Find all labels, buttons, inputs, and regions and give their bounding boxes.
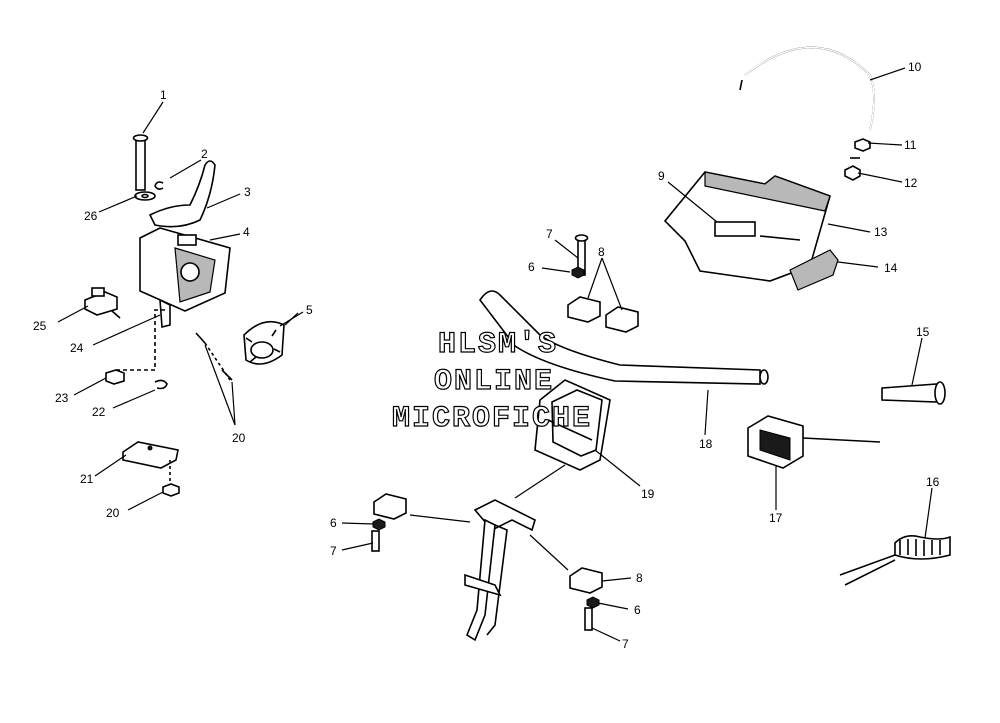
harness-part-16 xyxy=(839,535,951,586)
callout-24: 24 xyxy=(70,341,84,355)
clamp-part-8-top-b xyxy=(605,306,639,333)
callout-20-upper: 20 xyxy=(232,431,246,445)
hood-console-part-9 xyxy=(663,171,831,282)
assembly-lines xyxy=(409,464,569,571)
steering-post xyxy=(464,499,536,642)
cover-plate-part-21 xyxy=(122,441,179,469)
callout-20-lower: 20 xyxy=(106,506,120,520)
nut-part-12 xyxy=(844,165,861,181)
throttle-lever-part-3 xyxy=(148,160,216,228)
throttle-housing-part-4 xyxy=(139,227,231,329)
callout-13: 13 xyxy=(874,225,888,239)
nut-part-6-left xyxy=(372,518,386,531)
callout-9: 9 xyxy=(658,169,665,183)
nut-part-11 xyxy=(850,138,871,159)
callout-18: 18 xyxy=(699,437,713,451)
callout-6-right: 6 xyxy=(634,603,641,617)
handlebar-pad-part-19 xyxy=(534,379,611,471)
callout-5: 5 xyxy=(306,303,313,317)
windshield-trim-part-10 xyxy=(739,46,875,131)
nut-part-6-top xyxy=(571,266,585,279)
callout-6-left: 6 xyxy=(330,516,337,530)
callout-15: 15 xyxy=(916,325,930,339)
callout-26: 26 xyxy=(84,209,98,223)
bolt-part-7-left xyxy=(371,530,380,552)
callout-2: 2 xyxy=(201,147,208,161)
callout-7-right: 7 xyxy=(622,637,629,651)
callout-12: 12 xyxy=(904,176,918,190)
callout-1: 1 xyxy=(160,88,167,102)
callout-6-top: 6 xyxy=(528,260,535,274)
watermark-line-2: ONLINE xyxy=(434,365,554,399)
callout-4: 4 xyxy=(243,225,250,239)
switch-part-25 xyxy=(84,287,121,319)
screws-part-20 xyxy=(195,332,233,381)
clamp-part-8-right xyxy=(569,567,603,594)
callout-22: 22 xyxy=(92,405,106,419)
hand-control-part-17 xyxy=(747,415,881,469)
callout-10: 10 xyxy=(908,60,922,74)
callout-19: 19 xyxy=(641,487,655,501)
watermark: HLSM'S ONLINE MICROFICHE xyxy=(391,327,592,436)
callout-7-left: 7 xyxy=(330,544,337,558)
callout-7-top: 7 xyxy=(546,227,553,241)
clip-part-2 xyxy=(154,181,164,190)
clamp-part-8-top-a xyxy=(567,296,601,323)
callout-11: 11 xyxy=(904,138,917,152)
clamp-part-8-left xyxy=(373,493,407,520)
callout-14: 14 xyxy=(884,261,898,275)
callout-8-right: 8 xyxy=(636,571,643,585)
callout-17: 17 xyxy=(769,511,783,525)
clip-part-22 xyxy=(154,379,168,390)
bolt-part-7-right xyxy=(584,607,593,631)
leader-lines xyxy=(57,67,933,642)
bolt-part-1 xyxy=(132,134,149,191)
nut-part-6-right xyxy=(586,596,600,609)
bushing-part-5 xyxy=(243,320,285,365)
callout-23: 23 xyxy=(55,391,69,405)
decal-part-14 xyxy=(789,249,839,291)
washer-part-26 xyxy=(134,191,156,201)
handlebar-part-18 xyxy=(479,290,769,385)
screw-part-20-lower xyxy=(162,460,180,497)
callout-3: 3 xyxy=(244,185,251,199)
watermark-line-1: HLSM'S xyxy=(438,328,558,362)
watermark-line-3: MICROFICHE xyxy=(392,402,592,436)
callout-16: 16 xyxy=(926,475,940,489)
nut-part-23 xyxy=(105,369,125,385)
harness-wire-part-24 xyxy=(115,309,165,371)
grip-part-15 xyxy=(881,381,946,405)
callout-21: 21 xyxy=(80,472,94,486)
callout-labels: 1 2 3 4 5 6 6 6 7 7 7 8 8 9 10 11 12 13 … xyxy=(33,60,940,651)
callout-25: 25 xyxy=(33,319,47,333)
callout-8-top: 8 xyxy=(598,245,605,259)
